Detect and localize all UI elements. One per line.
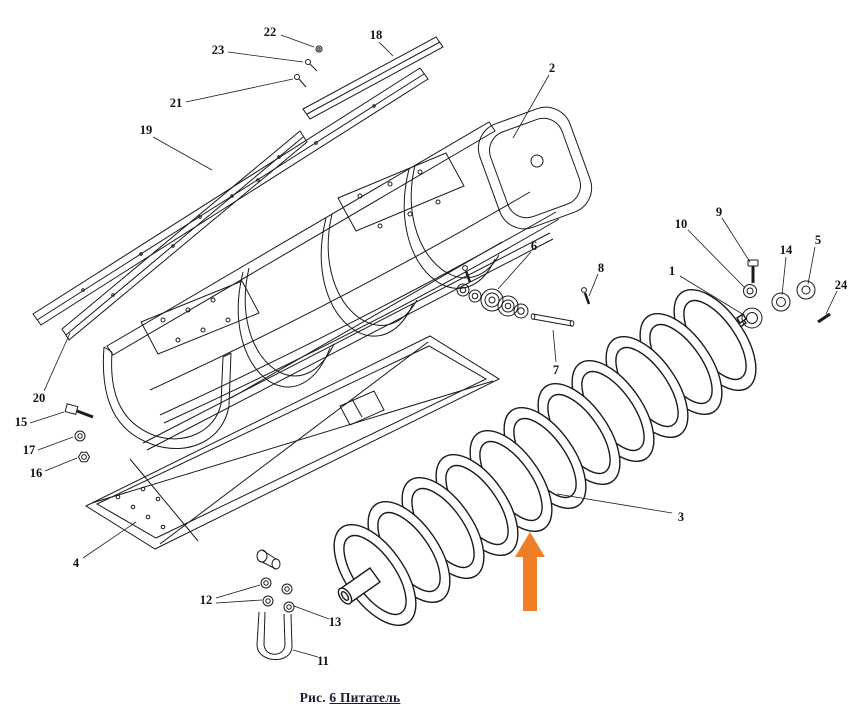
callout-24: 24 [835,278,848,292]
callout-20: 20 [33,391,46,405]
leader-lines [29,34,838,658]
hex-nut-icon [77,451,91,463]
callout-23: 23 [212,43,225,57]
callout-13: 13 [329,615,342,629]
highlight-arrow [515,532,545,611]
small-bolt-icon [462,265,472,283]
bottom-hardware-group [256,577,295,660]
callout-19: 19 [140,123,153,137]
caption-prefix: Рис. [299,690,330,705]
callout-21: 21 [170,96,183,110]
u-bolt-icon [256,611,293,660]
callout-11: 11 [317,654,329,668]
callout-10: 10 [675,217,688,231]
hex-bolt-icon [64,403,94,419]
callout-1: 1 [669,264,675,278]
scraper-bars-group [32,36,444,341]
bushing-icon [741,307,763,329]
washer-stack-icon [456,283,529,319]
callout-6: 6 [531,239,537,253]
key-pin-icon [817,312,831,324]
exploded-view-diagram: 1 2 3 4 5 6 7 8 9 10 11 12 13 14 15 16 1… [15,25,848,668]
callout-7: 7 [553,363,559,377]
callout-15: 15 [15,415,28,429]
caption-title: 6 Питатель [329,690,401,705]
pin-rod-icon [530,313,575,327]
callout-17: 17 [23,443,36,457]
callout-8: 8 [598,261,604,275]
bottom-frame-group [84,335,501,570]
right-hardware-group [741,259,831,329]
bolt-icon [747,259,759,283]
callout-4: 4 [73,556,80,570]
auger-screw-group [333,288,757,627]
callout-labels: 1 2 3 4 5 6 7 8 9 10 11 12 13 14 15 16 1… [15,25,848,668]
cotter-pin-icon [581,287,591,305]
feeder-housing-group [102,106,593,451]
ring-icon [771,292,791,312]
flat-washer-icon [74,430,86,442]
callout-14: 14 [780,243,793,257]
screw-23-icon [305,59,318,72]
callout-18: 18 [370,28,383,42]
center-hardware-group [456,265,591,327]
callout-2: 2 [549,61,555,75]
callout-12: 12 [200,593,213,607]
washer-icon [743,284,757,298]
figure-caption: Рис. 6 Питатель [0,690,700,706]
left-hardware-group [64,403,94,463]
callout-3: 3 [678,510,684,524]
screw-22-icon [315,45,323,53]
seal-ring-icon [796,280,816,300]
callout-16: 16 [30,466,43,480]
callout-5: 5 [815,233,821,247]
callout-22: 22 [264,25,277,39]
frame-shaft-stub [256,549,281,570]
callout-9: 9 [716,205,722,219]
screw-21-icon [294,74,307,88]
